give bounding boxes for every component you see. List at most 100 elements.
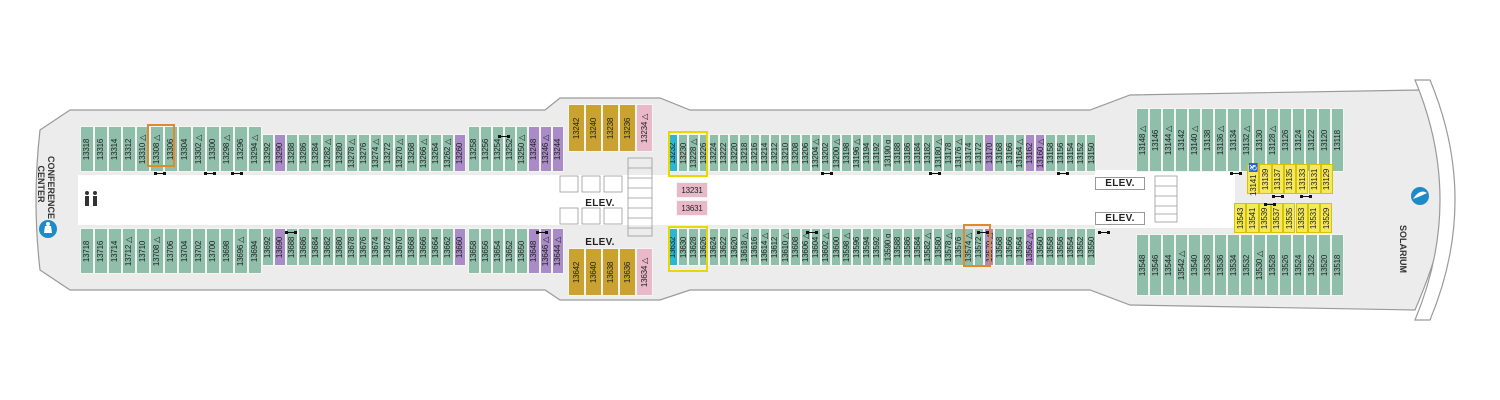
top-row-cabin[interactable]: 13162: [1025, 134, 1036, 172]
top-row-cabin[interactable]: 13270 △: [394, 134, 406, 172]
top-row-cabin[interactable]: 13128 △: [1266, 108, 1279, 172]
top-row-cabin[interactable]: 13234 △: [636, 104, 653, 152]
bottom-row-cabin[interactable]: 13518: [1331, 234, 1344, 296]
bottom-row-cabin[interactable]: 13530 △: [1253, 234, 1266, 296]
bottom-row-cabin[interactable]: 13596: [851, 228, 862, 266]
top-row-cabin[interactable]: 13228 △: [688, 134, 699, 172]
top-row-cabin[interactable]: 13312: [122, 126, 136, 172]
bottom-row-cabin[interactable]: 13698: [220, 228, 234, 274]
top-row-cabin[interactable]: 13122: [1305, 108, 1318, 172]
top-row-cabin[interactable]: 13164 △: [1014, 134, 1025, 172]
top-row-cabin[interactable]: 13252: [504, 126, 516, 172]
top-row-cabin[interactable]: 13190 ɑ: [882, 134, 893, 172]
aft-inner-top-cabin[interactable]: 13135: [1283, 164, 1297, 194]
top-row-cabin[interactable]: 13178: [943, 134, 954, 172]
top-row-cabin[interactable]: 13266 △: [418, 134, 430, 172]
bottom-row-cabin[interactable]: 13560: [1035, 228, 1046, 266]
aft-inner-top-cabin[interactable]: 13139: [1259, 164, 1272, 194]
bottom-row-cabin[interactable]: 13524: [1292, 234, 1305, 296]
top-row-cabin[interactable]: 13294 △: [248, 126, 262, 172]
top-row-cabin[interactable]: 13226: [698, 134, 709, 172]
top-row-cabin[interactable]: 13280: [334, 134, 346, 172]
bottom-row-cabin[interactable]: 13682: [322, 228, 334, 266]
bottom-row-cabin[interactable]: 13700: [206, 228, 220, 274]
bottom-row-cabin[interactable]: 13568: [994, 228, 1005, 266]
top-row-cabin[interactable]: 13156: [1055, 134, 1066, 172]
top-row-cabin[interactable]: 13250 △: [516, 126, 528, 172]
top-row-cabin[interactable]: 13256: [480, 126, 492, 172]
top-row-cabin[interactable]: 13192: [872, 134, 883, 172]
top-row-cabin[interactable]: 13152: [1076, 134, 1087, 172]
top-row-cabin[interactable]: 13238: [602, 104, 619, 152]
top-row-cabin[interactable]: 13310 △: [136, 126, 150, 172]
top-row-cabin[interactable]: 13142: [1175, 108, 1188, 172]
top-row-cabin[interactable]: 13274 △: [370, 134, 382, 172]
top-row-cabin[interactable]: 13284: [310, 134, 322, 172]
top-row-cabin[interactable]: 13288: [286, 134, 298, 172]
top-row-cabin[interactable]: 13132 △: [1240, 108, 1253, 172]
top-row-cabin[interactable]: 13318: [80, 126, 94, 172]
bottom-row-cabin[interactable]: 13614 △: [759, 228, 770, 266]
top-row-cabin[interactable]: 13158: [1045, 134, 1056, 172]
top-row-cabin[interactable]: 13194: [861, 134, 872, 172]
top-row-cabin[interactable]: 13290: [274, 134, 286, 172]
top-row-cabin[interactable]: 13242: [568, 104, 585, 152]
top-row-cabin[interactable]: 13186: [902, 134, 913, 172]
top-row-cabin[interactable]: 13124: [1292, 108, 1305, 172]
bottom-row-cabin[interactable]: 13578 △: [943, 228, 954, 266]
bottom-row-cabin[interactable]: 13716: [94, 228, 108, 274]
bottom-row-cabin[interactable]: 13648: [528, 228, 540, 274]
bottom-row-cabin[interactable]: 13692: [262, 228, 274, 266]
bottom-row-cabin[interactable]: 13670: [394, 228, 406, 266]
top-row-cabin[interactable]: 13268: [406, 134, 418, 172]
top-row-cabin[interactable]: 13304: [178, 126, 192, 172]
bottom-row-cabin[interactable]: 13606 △: [800, 228, 811, 266]
bottom-row-cabin[interactable]: 13600: [831, 228, 842, 266]
bottom-row-cabin[interactable]: 13538: [1201, 234, 1214, 296]
bottom-row-cabin[interactable]: 13566: [1004, 228, 1015, 266]
top-row-cabin[interactable]: 13176 △: [953, 134, 964, 172]
top-row-cabin[interactable]: 13224: [708, 134, 719, 172]
bottom-row-cabin[interactable]: 13584: [912, 228, 923, 266]
bottom-row-cabin[interactable]: 13658: [468, 228, 480, 274]
top-row-cabin[interactable]: 13204 △: [810, 134, 821, 172]
top-row-cabin[interactable]: 13236: [619, 104, 636, 152]
bottom-row-cabin[interactable]: 13664: [430, 228, 442, 266]
aft-inner-bottom-cabin[interactable]: 13539: [1258, 203, 1271, 233]
top-row-cabin[interactable]: 13212: [770, 134, 781, 172]
top-row-cabin[interactable]: 13148 △: [1136, 108, 1149, 172]
top-row-cabin[interactable]: 13296: [234, 126, 248, 172]
bottom-row-cabin[interactable]: 13704: [178, 228, 192, 274]
top-row-cabin[interactable]: 13138: [1201, 108, 1214, 172]
bottom-row-cabin[interactable]: 13542 △: [1175, 234, 1188, 296]
top-row-cabin[interactable]: 13166: [1004, 134, 1015, 172]
top-row-cabin[interactable]: 13160 △: [1035, 134, 1046, 172]
bottom-row-cabin[interactable]: 13656: [480, 228, 492, 274]
top-row-cabin[interactable]: 13120: [1318, 108, 1331, 172]
bottom-row-cabin[interactable]: 13612: [770, 228, 781, 266]
bottom-row-cabin[interactable]: 13626: [698, 228, 709, 266]
bottom-row-cabin[interactable]: 13696 △: [234, 228, 248, 274]
bottom-row-cabin[interactable]: 13598 △: [841, 228, 852, 266]
top-row-cabin[interactable]: 13262 △: [442, 134, 454, 172]
bottom-row-cabin[interactable]: 13590 ɑ: [882, 228, 893, 266]
bottom-row-cabin[interactable]: 13708 △: [150, 228, 164, 274]
bottom-row-cabin[interactable]: 13646 △: [540, 228, 552, 274]
bottom-row-cabin[interactable]: 13618 △: [739, 228, 750, 266]
bottom-row-cabin[interactable]: 13674: [370, 228, 382, 266]
bottom-row-cabin[interactable]: 13690: [274, 228, 286, 266]
bottom-row-cabin[interactable]: 13666: [418, 228, 430, 266]
top-row-cabin[interactable]: 13210: [780, 134, 791, 172]
top-row-cabin[interactable]: 13200 △: [831, 134, 842, 172]
bottom-row-cabin[interactable]: 13640: [585, 248, 602, 296]
aft-inner-top-cabin[interactable]: 13141 ♿: [1247, 162, 1260, 196]
top-row-cabin[interactable]: 13264: [430, 134, 442, 172]
bottom-row-cabin[interactable]: 13526: [1279, 234, 1292, 296]
top-row-cabin[interactable]: 13184: [912, 134, 923, 172]
bottom-row-cabin[interactable]: 13544: [1162, 234, 1175, 296]
aft-inner-bottom-cabin[interactable]: 13541: [1246, 203, 1259, 233]
bottom-row-cabin[interactable]: 13532: [1240, 234, 1253, 296]
bottom-row-cabin[interactable]: 13550: [1086, 228, 1097, 266]
top-row-cabin[interactable]: 13146: [1149, 108, 1162, 172]
top-row-cabin[interactable]: 13198: [841, 134, 852, 172]
